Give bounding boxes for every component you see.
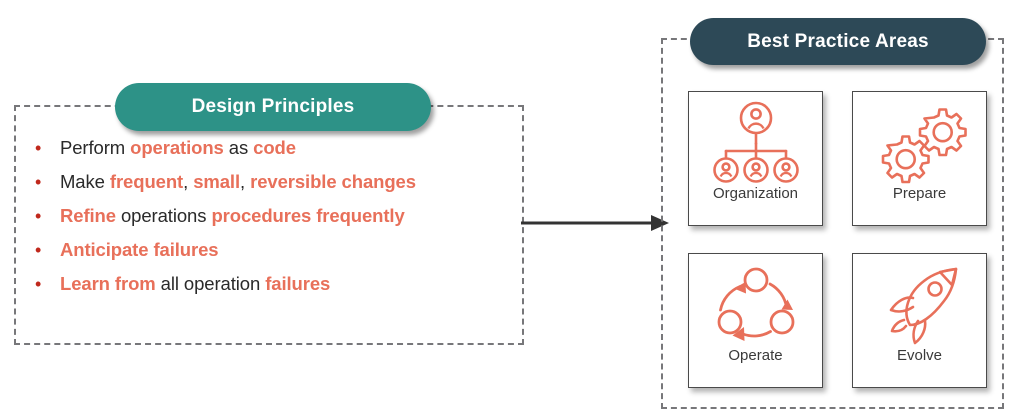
best-practice-areas-title-pill: Best Practice Areas: [690, 18, 986, 65]
bullet-icon: •: [35, 206, 42, 226]
bullet-icon: •: [35, 138, 42, 158]
gears-icon: [872, 100, 968, 188]
rocket-icon: [872, 262, 968, 350]
right-arrow-icon: [521, 215, 669, 231]
list-item: • Make frequent, small, reversible chang…: [30, 171, 510, 205]
principle-text-0: Perform operations as code: [60, 137, 296, 158]
tile-evolve[interactable]: Evolve: [852, 253, 987, 388]
cycle-loop-icon: [708, 262, 804, 350]
tile-operate[interactable]: Operate: [688, 253, 823, 388]
list-item: • Anticipate failures: [30, 239, 510, 273]
principle-text-1: Make frequent, small, reversible changes: [60, 171, 416, 192]
bullet-icon: •: [35, 274, 42, 294]
bullet-icon: •: [35, 172, 42, 192]
bullet-icon: •: [35, 240, 42, 260]
tile-prepare[interactable]: Prepare: [852, 91, 987, 226]
tile-label-operate: Operate: [728, 347, 783, 364]
tile-label-prepare: Prepare: [892, 185, 947, 202]
principle-text-3: Anticipate failures: [60, 239, 219, 260]
org-chart-icon: [708, 100, 804, 188]
design-principles-list: • Perform operations as code • Make freq…: [30, 137, 510, 307]
principle-text-2: Refine operations procedures frequently: [60, 205, 405, 226]
list-item: • Refine operations procedures frequentl…: [30, 205, 510, 239]
tile-label-evolve: Evolve: [896, 347, 943, 364]
tile-label-organization: Organization: [712, 185, 799, 202]
principle-text-4: Learn from all operation failures: [60, 273, 331, 294]
tile-organization[interactable]: Organization: [688, 91, 823, 226]
list-item: • Learn from all operation failures: [30, 273, 510, 307]
design-principles-title-pill: Design Principles: [115, 83, 431, 131]
list-item: • Perform operations as code: [30, 137, 510, 171]
